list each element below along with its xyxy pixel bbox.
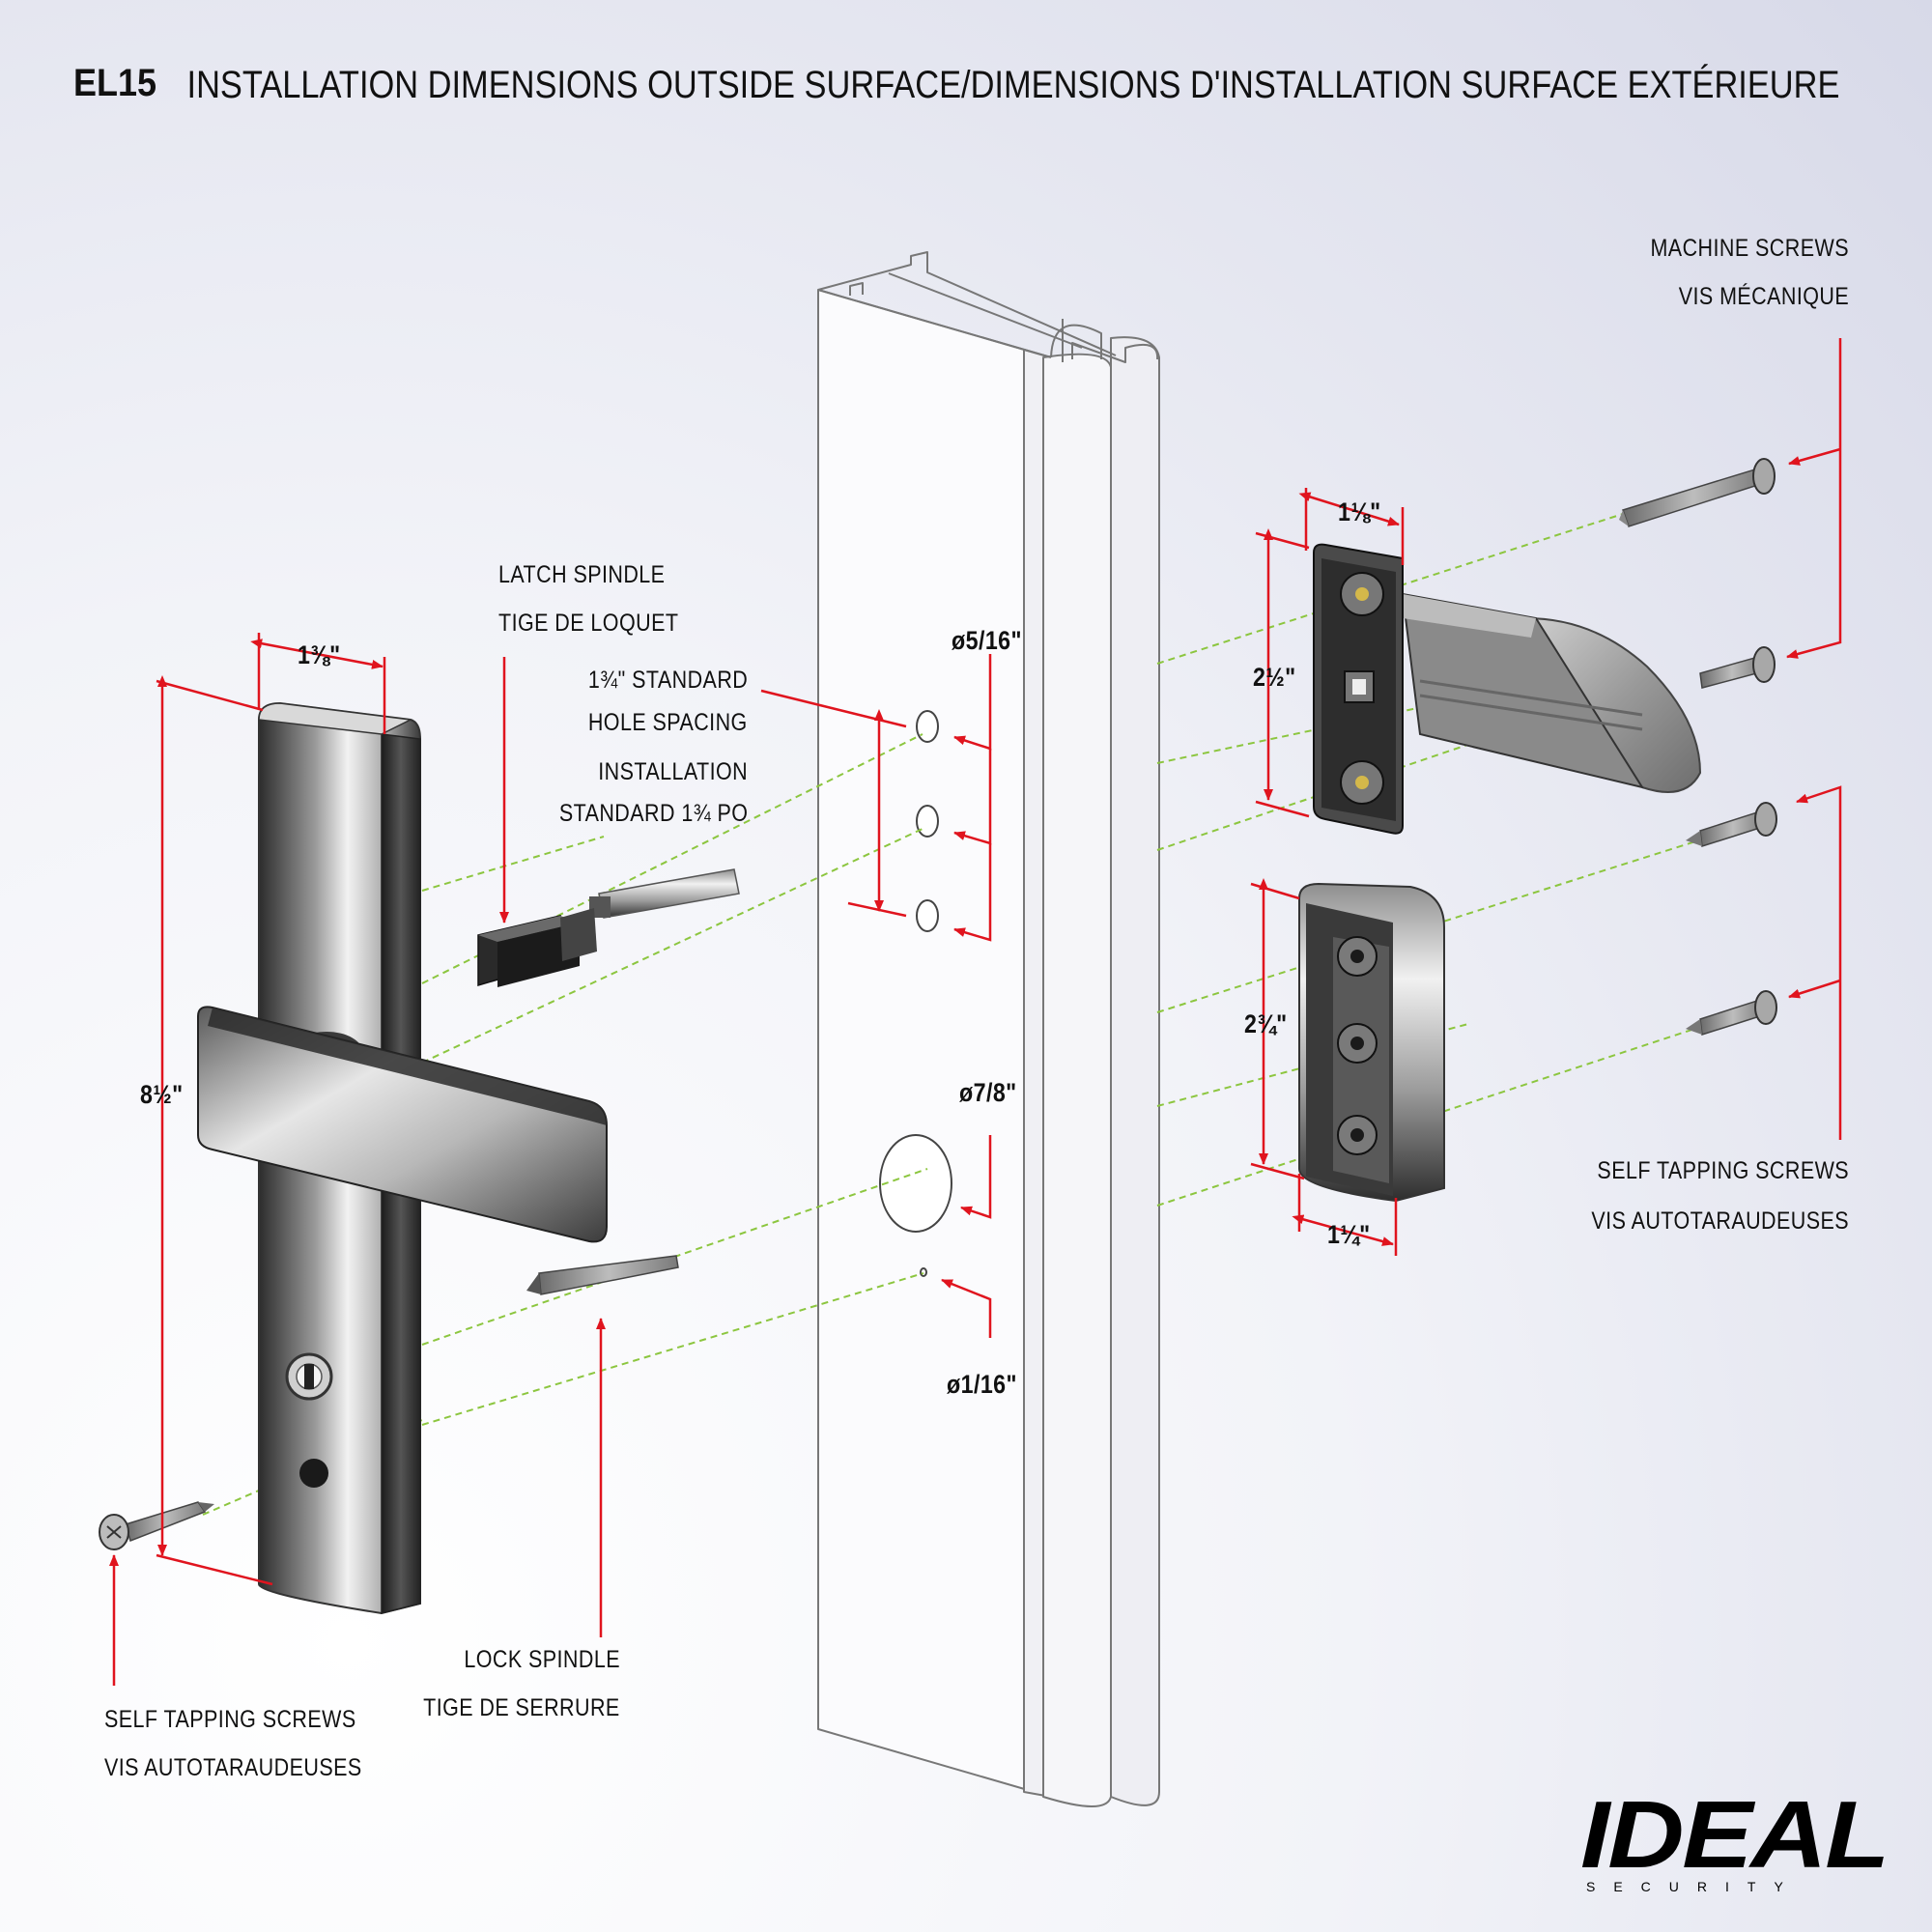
hole-tiny	[920, 1267, 927, 1277]
label-line: VIS AUTOTARAUDEUSES	[1591, 1208, 1849, 1235]
machine-screw-bottom	[1699, 646, 1776, 689]
dimension-lines	[109, 338, 1842, 1686]
right-screws	[1619, 458, 1777, 1036]
logo-tagline: SECURITY	[1586, 1879, 1802, 1894]
plate-height-dim: 8½"	[140, 1080, 184, 1109]
bracket-height-dim: 2½"	[1253, 663, 1296, 692]
ideal-security-logo: IDEAL SECURITY	[1580, 1787, 1889, 1894]
frame-holes	[879, 710, 952, 1277]
label-line: VIS MÉCANIQUE	[1678, 283, 1849, 310]
paddle	[1524, 616, 1702, 793]
left-screw	[99, 1501, 214, 1550]
strike-width-dim: 1¼"	[1327, 1220, 1371, 1249]
label-line: LOCK SPINDLE	[464, 1646, 620, 1673]
door-frame-profile	[817, 251, 1160, 1807]
label-line: SELF TAPPING SCREWS	[1597, 1157, 1849, 1184]
hole-tiny-dim: ø1/16"	[947, 1370, 1017, 1399]
key-cylinder	[285, 1352, 333, 1401]
bracket-width-dim: 1⅛"	[1338, 497, 1381, 526]
label-line: LATCH SPINDLE	[498, 561, 666, 588]
outside-handle-assembly	[197, 701, 608, 1615]
lever-handle	[197, 1006, 608, 1243]
lock-spindle	[526, 1255, 679, 1295]
page-title: INSTALLATION DIMENSIONS OUTSIDE SURFACE/…	[186, 64, 1839, 106]
tapping-screw-top	[1686, 802, 1777, 847]
inside-latch-bracket	[1313, 543, 1702, 835]
label-line: TIGE DE LOQUET	[498, 610, 679, 637]
hole-mid	[916, 805, 939, 838]
label-line: HOLE SPACING	[588, 709, 748, 736]
latch-spindle	[477, 868, 740, 987]
label-line: VIS AUTOTARAUDEUSES	[104, 1754, 362, 1781]
strike-housing	[1298, 882, 1445, 1203]
hole-bottom	[916, 899, 939, 932]
label-line: 1¾" STANDARD	[587, 667, 748, 694]
screw-hole	[299, 1459, 328, 1488]
machine-screw-top	[1619, 458, 1776, 527]
label-line: INSTALLATION	[598, 758, 748, 785]
plate-width-dim: 1⅜"	[298, 640, 341, 669]
tapping-screw-bottom	[1686, 990, 1777, 1036]
hole-small-dim: ø5/16"	[952, 626, 1022, 655]
label-line: MACHINE SCREWS	[1650, 235, 1849, 262]
hole-top	[916, 710, 939, 743]
label-line: TIGE DE SERRURE	[423, 1694, 620, 1721]
label-line: SELF TAPPING SCREWS	[104, 1706, 356, 1733]
hole-large-dim: ø7/8"	[959, 1078, 1017, 1107]
model-code: EL15	[73, 62, 157, 104]
hole-large	[879, 1134, 952, 1233]
logo-wordmark: IDEAL	[1580, 1781, 1889, 1888]
strike-height-dim: 2¾"	[1244, 1009, 1288, 1038]
label-line: STANDARD 1¾ PO	[558, 800, 748, 827]
